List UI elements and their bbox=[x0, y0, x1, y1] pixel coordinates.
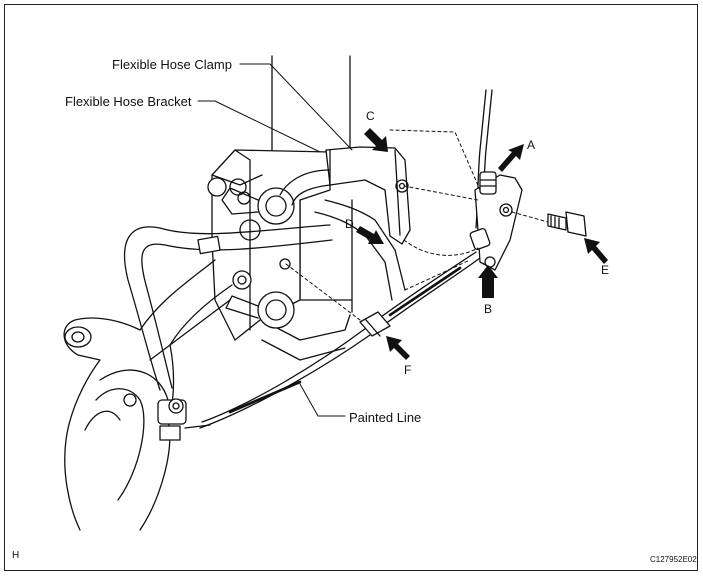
arrow-e bbox=[584, 238, 608, 264]
arrow-d bbox=[356, 226, 384, 244]
corner-mark: H bbox=[12, 550, 20, 561]
callout-f: F bbox=[404, 363, 412, 377]
painted-line-label: Painted Line bbox=[349, 410, 422, 425]
figure-code: C127952E02 bbox=[650, 555, 697, 564]
arrow-f bbox=[386, 336, 410, 360]
strut-mount-body bbox=[211, 149, 353, 361]
sensor-bracket bbox=[469, 171, 523, 271]
wire-clip-f bbox=[359, 311, 391, 337]
callout-e: E bbox=[601, 263, 610, 277]
leader-lines bbox=[197, 63, 353, 417]
flexible-hose-bracket-part bbox=[325, 146, 411, 245]
stabilizer-link bbox=[123, 224, 333, 391]
bolt-e bbox=[547, 211, 587, 237]
steering-knuckle bbox=[63, 259, 233, 531]
callout-b: B bbox=[484, 302, 493, 316]
callout-d: D bbox=[345, 217, 354, 231]
alignment-lines bbox=[285, 129, 549, 321]
speed-sensor-head bbox=[157, 398, 211, 441]
strut-upper-bolt bbox=[207, 177, 295, 225]
flexible-hose-clamp-label: Flexible Hose Clamp bbox=[112, 57, 232, 72]
arrow-b bbox=[478, 265, 498, 298]
strut-lower-bolt bbox=[225, 219, 295, 329]
callout-a: A bbox=[527, 138, 536, 152]
flexible-hose-bracket-label: Flexible Hose Bracket bbox=[65, 94, 192, 109]
figure-frame bbox=[4, 4, 698, 571]
callout-c: C bbox=[366, 109, 375, 123]
arrow-c bbox=[364, 128, 388, 152]
arrow-a bbox=[498, 144, 524, 172]
